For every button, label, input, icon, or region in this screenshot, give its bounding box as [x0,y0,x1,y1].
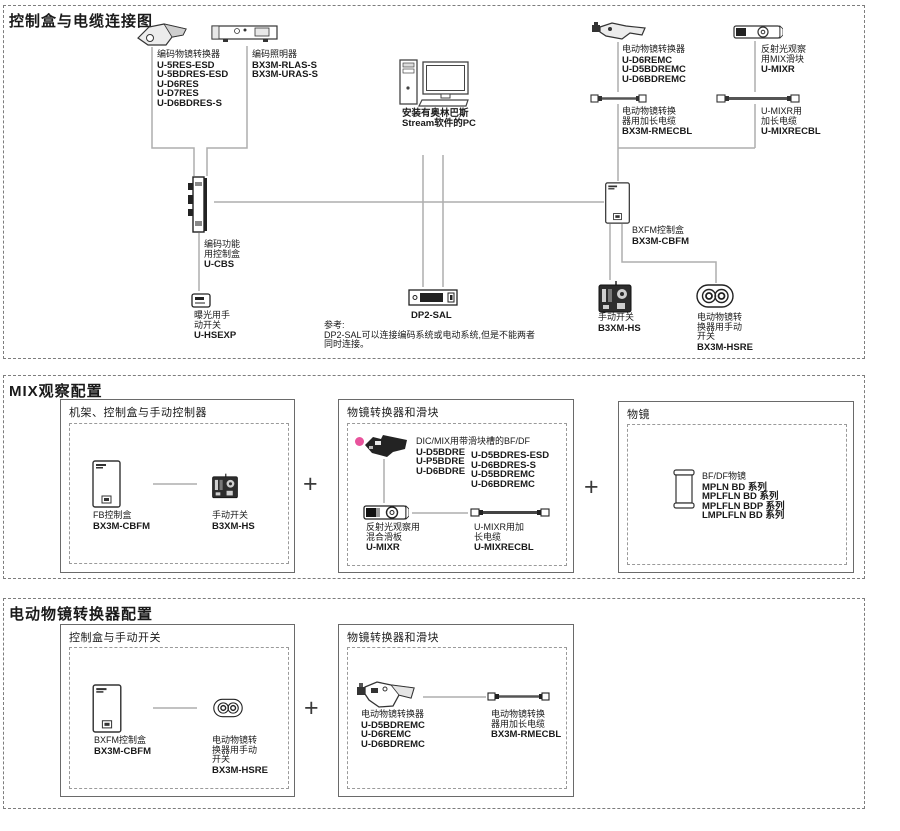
bxfm-controlbox-label: BXFM控制盒 BX3M-CBFM [632,225,689,247]
ucbs-label: 编码功能用控制盒 U-CBS [204,239,241,270]
plus-sign: + [584,473,599,501]
encoded-illuminator-illustration [211,25,278,42]
motor-extension-cable-illustration [487,692,550,701]
hand-switch-label: 手动开关 B3XM-HS [598,312,641,334]
mixr-extension-cable-label: U-MIXR用加长电缆 U-MIXRECBL [474,522,534,553]
bxfm-controlbox-illustration [92,684,122,733]
motor-extension-cable-illustration [590,94,647,103]
section-mix-config-frame [3,375,865,579]
section-cable-connection-frame [3,5,865,359]
hsre-switch-illustration [213,698,243,718]
inner-dashed-area [69,423,289,564]
box-title: 物镜转换器和滑块 [347,407,439,419]
motorized-nosepiece-illustration [592,22,646,40]
mixr-extension-cable-illustration [716,94,800,103]
box-title: 机架、控制盒与手动控制器 [69,407,207,419]
hand-switch-illustration [212,473,238,499]
hsexp-label: 曝光用手动开关 U-HSEXP [194,310,237,341]
section-motor-nosepiece-config-frame [3,598,865,809]
fb-controlbox-illustration [92,460,121,508]
umixr-label: 反射光观察用混合滑板 U-MIXR [366,522,421,553]
section1-title: 控制盒与电缆连接图 [9,13,154,30]
motor-extension-cable-label: 电动物镜转换器用加长电缆 BX3M-RMECBL [622,106,693,137]
fb-controlbox-label: FB控制盒 BX3M-CBFM [93,510,150,532]
inner-dashed-area [347,423,567,566]
box-nosepiece-slider-mix: 物镜转换器和滑块 [338,399,574,573]
mixr-extension-cable-illustration [470,508,550,517]
mix-slider-label: 反射光观察用MIX滑块 U-MIXR [761,44,807,75]
bxfm-controlbox-label: BXFM控制盒 BX3M-CBFM [94,735,151,757]
ucbs-controlbox-illustration [188,176,207,233]
motor-extension-cable-label: 电动物镜转换器用加长电缆 BX3M-RMECBL [491,709,562,740]
bfdf-nosepiece-silhouette [365,435,407,457]
motorized-nosepiece-outline-illustration [357,681,415,708]
inner-dashed-area [347,647,567,789]
hsre-switch-illustration [696,284,734,308]
objective-illustration [673,469,695,509]
mix-slider-illustration [733,25,783,39]
dp2sal-note: 参考: DP2-SAL可以连接编码系统或电动系统,但是不能两者同时连接。 [324,320,536,349]
box-title: 物镜转换器和滑块 [347,632,439,644]
box-nosepiece-slider-motor: 物镜转换器和滑块 [338,624,574,797]
cbfm-controlbox-illustration [605,182,630,224]
dp2sal-illustration [408,289,458,306]
pc-illustration [399,59,469,107]
dp2sal-label: DP2-SAL [411,310,452,321]
section2-title: MIX观察配置 [9,383,103,400]
hand-switch-label: 手动开关 B3XM-HS [212,510,255,532]
plus-sign: + [303,470,318,498]
umixr-slider-illustration [363,505,409,520]
inner-dashed-area [627,424,847,565]
hand-switch-illustration [598,281,632,313]
box-objective: 物镜 [618,401,854,573]
plus-sign: + [304,694,319,722]
encoded-nosepiece-illustration [137,23,187,46]
section3-title: 电动物镜转换器配置 [9,606,154,623]
inner-dashed-area [69,647,289,789]
hsre-label: 电动物镜转换器用手动开关 BX3M-HSRE [212,735,268,776]
pink-marker-dot [355,437,364,446]
box-title: 控制盒与手动开关 [69,632,161,644]
mixr-extension-cable-label: U-MIXR用加长电缆 U-MIXRECBL [761,106,821,137]
hsre-label: 电动物镜转换器用手动开关 BX3M-HSRE [697,312,753,353]
box-title: 物镜 [627,409,650,421]
hsexp-switch-illustration [191,293,211,308]
